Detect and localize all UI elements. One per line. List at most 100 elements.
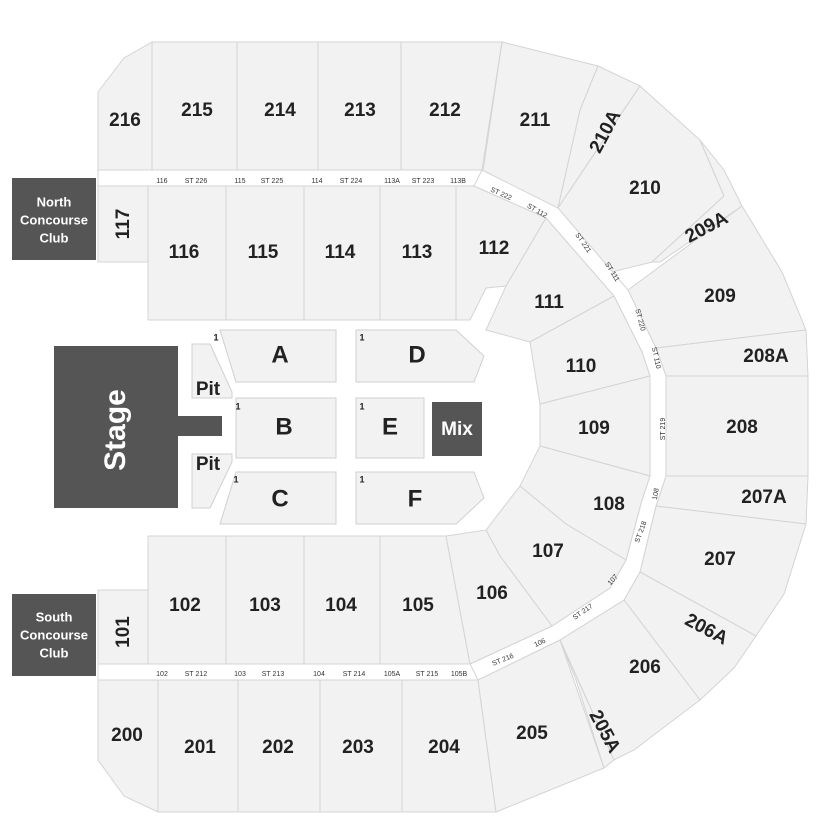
north-club-label: Concourse bbox=[20, 212, 88, 227]
section-label: 211 bbox=[520, 110, 551, 131]
section-label: 116 bbox=[169, 242, 200, 263]
section-label: 105 bbox=[402, 595, 434, 616]
section-205a[interactable] bbox=[559, 639, 615, 769]
stair-label: ST 225 bbox=[261, 178, 284, 185]
section-106[interactable] bbox=[445, 529, 553, 665]
stair-label: ST 215 bbox=[416, 671, 439, 678]
floor-section-d[interactable] bbox=[355, 329, 485, 383]
section-114[interactable] bbox=[303, 185, 381, 321]
stair-label: ST 219 bbox=[660, 418, 667, 441]
lower-level-east bbox=[485, 375, 651, 627]
stair-label: 105A bbox=[384, 671, 401, 678]
floor-label-e: E bbox=[382, 413, 398, 440]
row-label: 1 bbox=[235, 401, 240, 411]
south-club-label: Club bbox=[40, 645, 69, 660]
section-115[interactable] bbox=[225, 185, 305, 321]
stage-thrust bbox=[176, 416, 222, 436]
section-103[interactable] bbox=[225, 535, 305, 665]
section-112[interactable] bbox=[455, 185, 547, 321]
section-label: 104 bbox=[325, 595, 357, 616]
pit-top[interactable] bbox=[191, 343, 233, 399]
section-label: 111 bbox=[534, 292, 564, 313]
section-label: 102 bbox=[169, 595, 201, 616]
row-label: 1 bbox=[359, 474, 364, 484]
section-label: 110 bbox=[566, 356, 597, 377]
stair-label: ST 214 bbox=[343, 671, 366, 678]
row-label: 1 bbox=[359, 401, 364, 411]
pit-bottom[interactable] bbox=[191, 453, 233, 509]
stair-label: ST 212 bbox=[185, 671, 208, 678]
floor-label-a: A bbox=[271, 341, 288, 368]
section-label: 117 bbox=[113, 209, 134, 240]
row-label: 1 bbox=[213, 332, 218, 342]
stair-label: ST 213 bbox=[262, 671, 285, 678]
section-label: 109 bbox=[578, 418, 610, 439]
stair-label: ST 110 bbox=[650, 347, 661, 370]
stair-label: ST 226 bbox=[185, 178, 208, 185]
stair-label: 105B bbox=[451, 671, 468, 678]
section-label: 203 bbox=[342, 737, 374, 758]
section-label: 215 bbox=[181, 100, 213, 121]
stair-label: ST 224 bbox=[340, 178, 363, 185]
section-208[interactable] bbox=[665, 375, 809, 477]
section-209a[interactable] bbox=[650, 139, 743, 263]
section-111[interactable] bbox=[485, 217, 615, 343]
pit-label: Pit bbox=[196, 379, 221, 400]
upper-level-south bbox=[97, 639, 605, 813]
stair-label: 116 bbox=[156, 178, 167, 185]
floor-level bbox=[191, 329, 485, 525]
section-101[interactable] bbox=[97, 589, 149, 665]
section-102[interactable] bbox=[147, 535, 227, 665]
section-label: 101 bbox=[113, 616, 134, 648]
south-club-label: South bbox=[36, 609, 73, 624]
section-116[interactable] bbox=[147, 185, 227, 321]
north-concourse-club[interactable] bbox=[12, 178, 96, 260]
north-club-label: Club bbox=[40, 230, 69, 245]
row-label: 1 bbox=[359, 332, 364, 342]
section-215[interactable] bbox=[151, 41, 238, 171]
section-label: 206 bbox=[629, 657, 661, 678]
section-213[interactable] bbox=[317, 41, 402, 171]
south-club-label: Concourse bbox=[20, 627, 88, 642]
section-label: 114 bbox=[325, 242, 356, 263]
stair-label: 103 bbox=[234, 671, 246, 678]
floor-label-c: C bbox=[271, 485, 288, 512]
section-label: 210 bbox=[629, 178, 661, 199]
floor-section-c[interactable] bbox=[219, 471, 337, 525]
section-label: 207 bbox=[704, 549, 736, 570]
section-label: 103 bbox=[249, 595, 281, 616]
stair-label: 113B bbox=[450, 178, 466, 185]
mix-label: Mix bbox=[441, 419, 473, 440]
section-label: 212 bbox=[429, 100, 461, 121]
section-label: 200 bbox=[111, 725, 143, 746]
stair-label: 113A bbox=[384, 178, 400, 185]
section-113[interactable] bbox=[379, 185, 457, 321]
floor-section-b[interactable] bbox=[235, 397, 337, 459]
section-label: 107 bbox=[532, 541, 564, 562]
section-label: 201 bbox=[184, 737, 216, 758]
section-label: 205 bbox=[516, 723, 548, 744]
stair-label: 114 bbox=[311, 178, 322, 185]
floor-section-f[interactable] bbox=[355, 471, 485, 525]
section-label: 209 bbox=[704, 286, 736, 307]
pit-label: Pit bbox=[196, 454, 221, 475]
lower-level-south bbox=[97, 529, 553, 665]
section-label: 106 bbox=[476, 583, 508, 604]
section-label: 214 bbox=[264, 100, 296, 121]
section-201[interactable] bbox=[157, 679, 239, 813]
floor-section-e[interactable] bbox=[355, 397, 425, 459]
section-label: 202 bbox=[262, 737, 294, 758]
section-216[interactable] bbox=[97, 41, 153, 171]
section-203[interactable] bbox=[319, 679, 403, 813]
row-label: 1 bbox=[233, 474, 238, 484]
north-club-label: North bbox=[37, 194, 72, 209]
stair-label: 102 bbox=[156, 671, 168, 678]
upper-level-east bbox=[559, 375, 809, 769]
section-104[interactable] bbox=[303, 535, 381, 665]
south-concourse-club[interactable] bbox=[12, 594, 96, 676]
stage-label: Stage bbox=[99, 389, 132, 471]
floor-section-a[interactable] bbox=[219, 329, 337, 383]
section-label: 213 bbox=[344, 100, 376, 121]
floor-label-f: F bbox=[408, 485, 423, 512]
